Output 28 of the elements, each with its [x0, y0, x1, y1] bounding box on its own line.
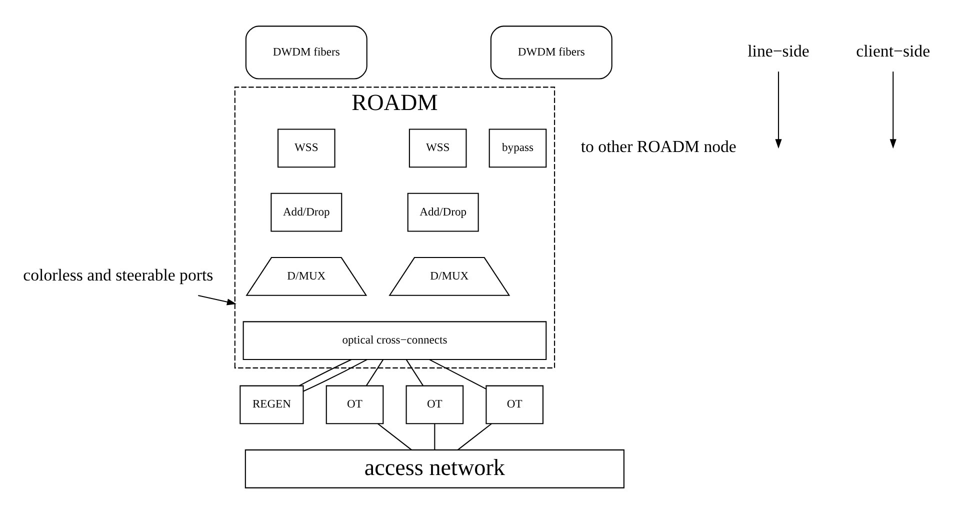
connector: [457, 423, 492, 450]
arrow: [198, 294, 236, 306]
node-box: OT: [406, 385, 464, 424]
node-box: Add/Drop: [270, 192, 342, 232]
connector: [406, 359, 424, 386]
connector: [303, 359, 368, 392]
connector: [434, 424, 436, 450]
node-text: client−side: [856, 41, 930, 60]
node-box: DWDM fibers: [490, 26, 612, 80]
label: to other ROADM node: [580, 137, 736, 156]
connector: [366, 359, 384, 386]
node-box: Add/Drop: [407, 192, 479, 232]
node-box: bypass: [488, 128, 547, 168]
connector: [299, 359, 352, 386]
node-box: WSS: [277, 128, 336, 168]
node-box: OT: [486, 385, 544, 424]
node-text: colorless and steerable ports: [23, 265, 214, 284]
connector: [378, 423, 412, 450]
node-box: DWDM fibers: [245, 26, 368, 80]
arrow: [775, 72, 782, 149]
node-box: REGEN: [240, 385, 304, 424]
node-box: optical cross−connects: [242, 321, 547, 360]
node-text: line−side: [748, 41, 810, 60]
connector: [429, 359, 486, 390]
node-box: OT: [326, 385, 384, 424]
arrow: [890, 72, 896, 149]
node-box: WSS: [408, 128, 467, 168]
node-box: access network: [244, 449, 624, 488]
